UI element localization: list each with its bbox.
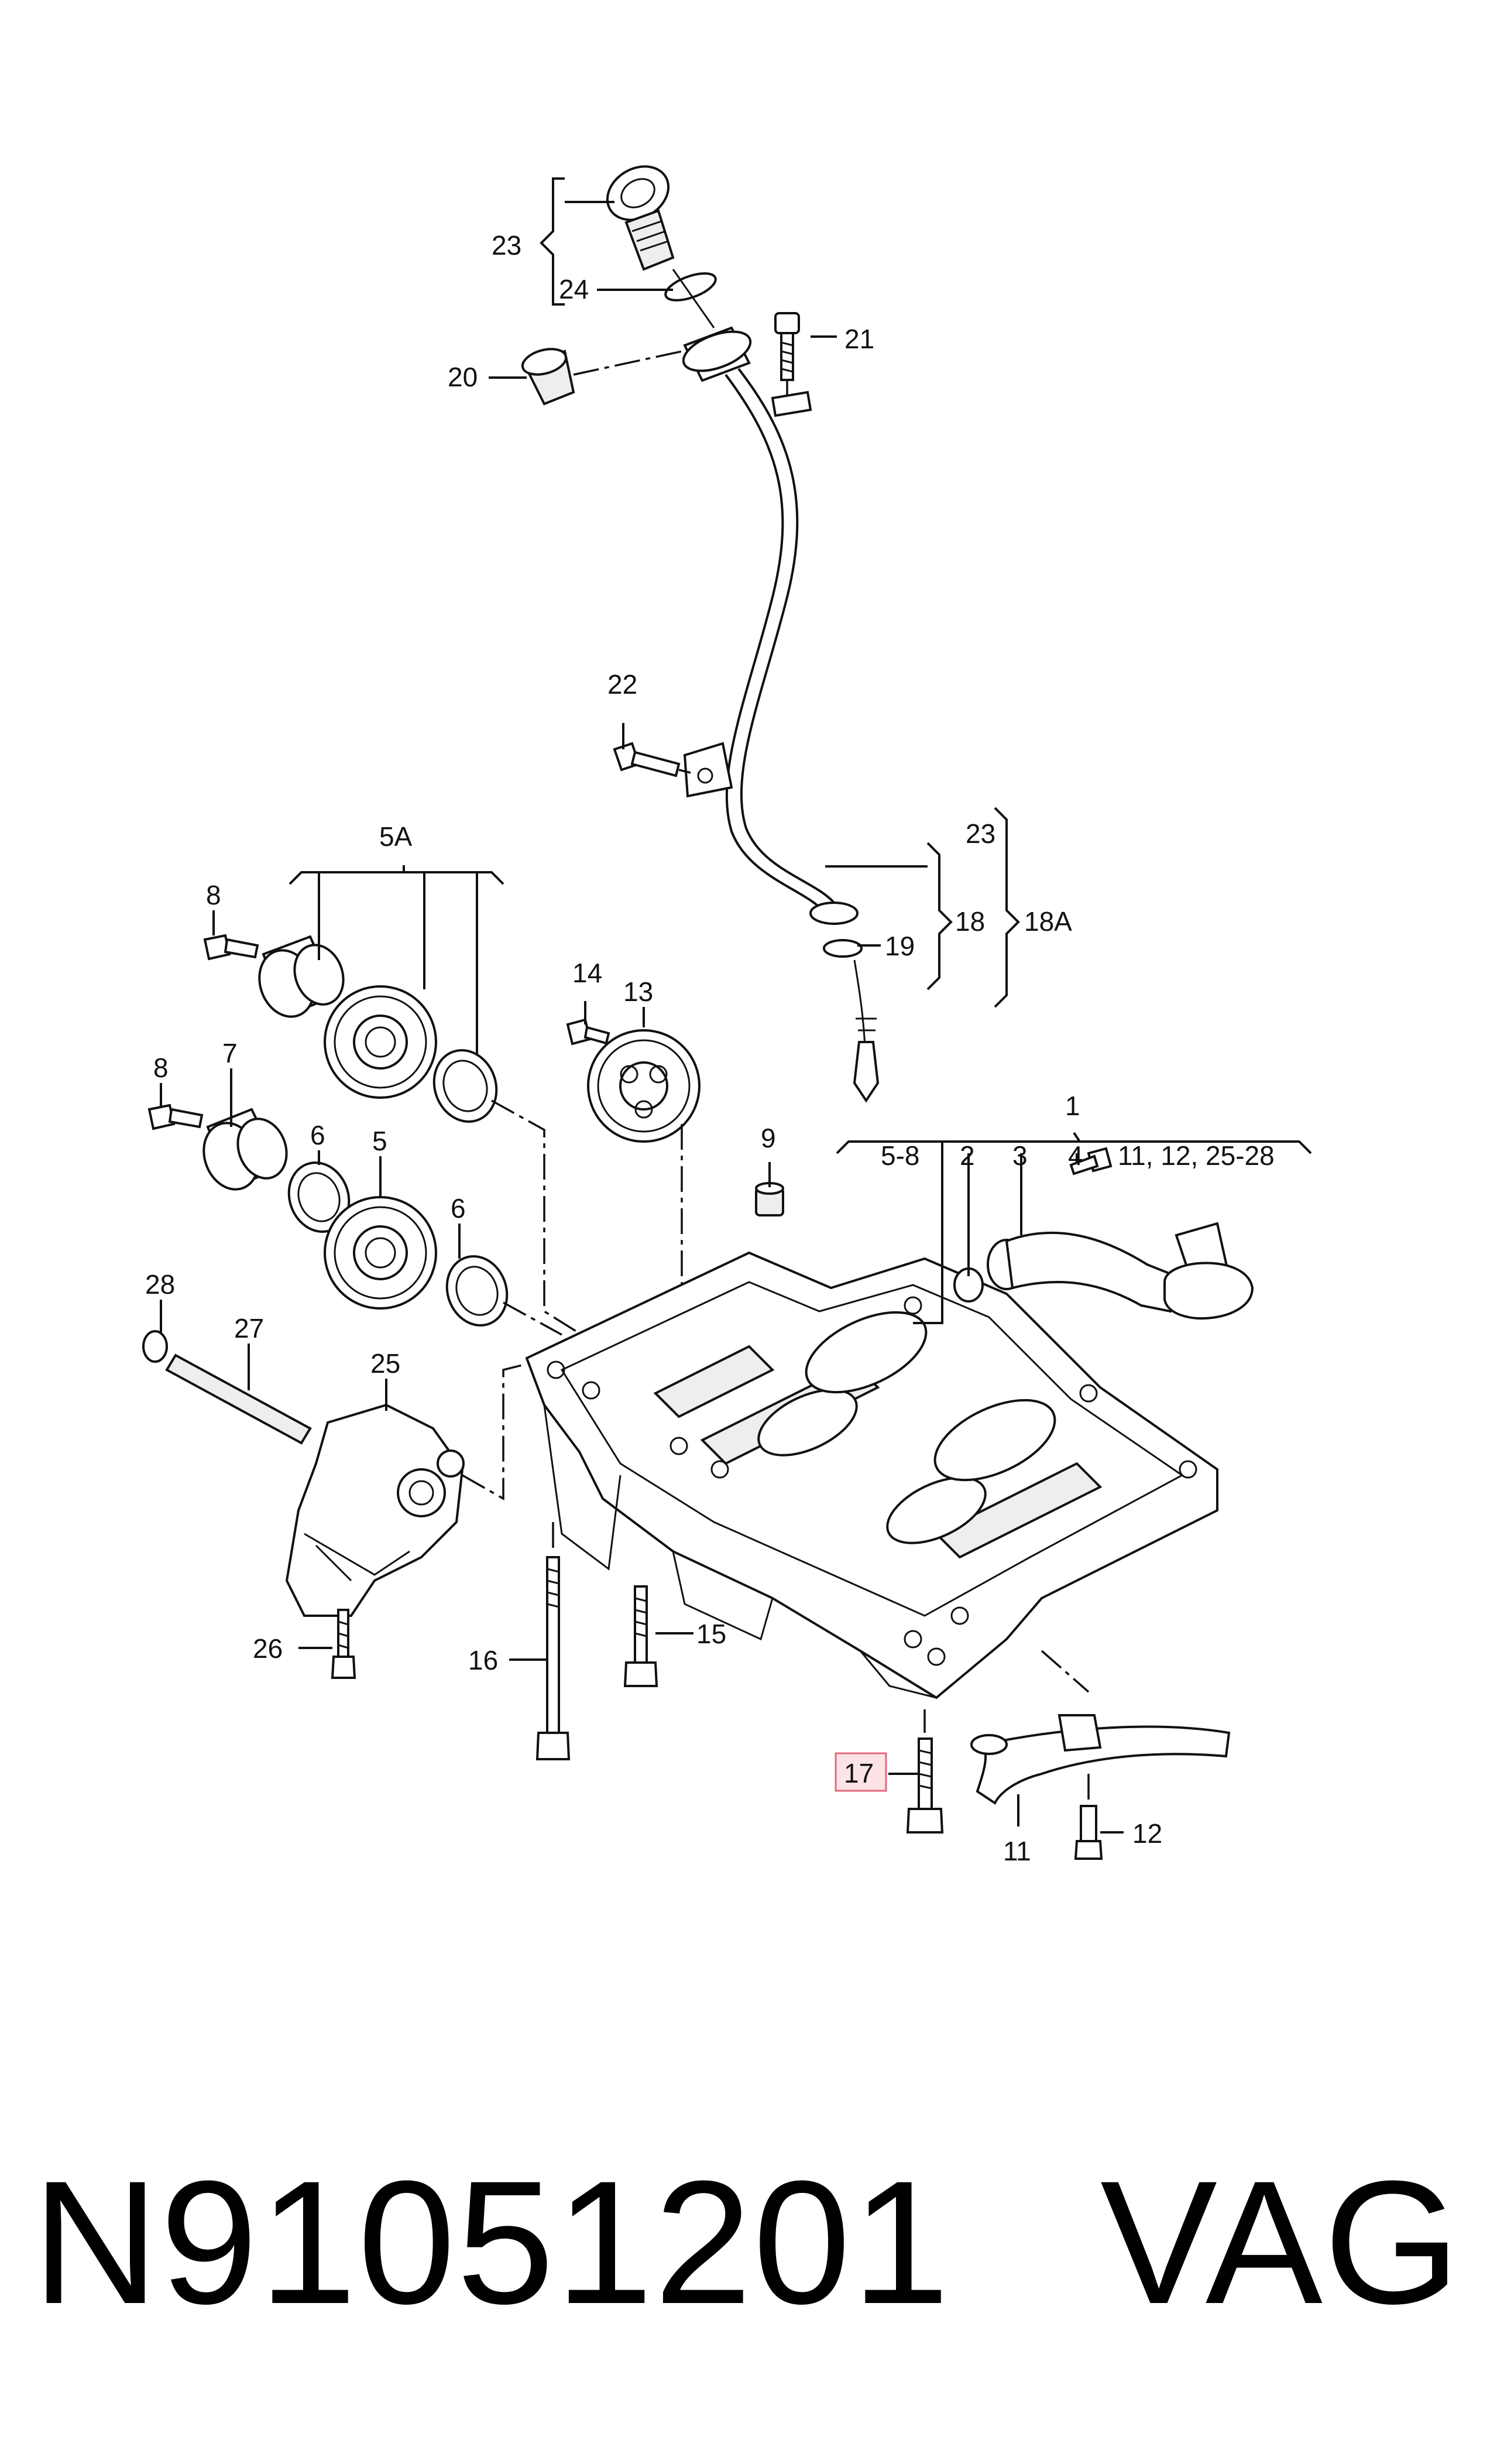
oil-pump-housing [525, 1251, 1218, 1699]
callout-18A: 18A [1024, 906, 1072, 937]
callout-16: 16 [468, 1645, 498, 1675]
callout-27: 27 [234, 1313, 264, 1344]
callout-5-8: 5-8 [881, 1140, 919, 1171]
callout-1: 1 [1065, 1091, 1080, 1121]
bushing-gear-group-5A [203, 934, 498, 1123]
bushing-gear-group-lower [147, 1104, 509, 1327]
callout-2: 2 [960, 1140, 975, 1171]
gear-part-13 [566, 1018, 709, 1324]
callout-4: 4 [1068, 1140, 1083, 1171]
callout-6-left: 6 [310, 1120, 325, 1150]
callout-22: 22 [607, 669, 637, 700]
callout-11-12-25-28: 11, 12, 25-28 [1118, 1140, 1275, 1171]
callout-7: 7 [222, 1038, 238, 1068]
dipstick-assembly [606, 165, 880, 1103]
callout-6-right: 6 [451, 1193, 466, 1224]
callout-labels: 23 24 20 21 22 23 19 18 18A 5A 8 14 13 8… [145, 230, 1275, 1866]
callout-19: 19 [885, 931, 915, 961]
callout-17: 17 [844, 1758, 874, 1788]
callout-14: 14 [572, 958, 602, 988]
callout-20: 20 [448, 362, 478, 392]
callout-24: 24 [559, 274, 589, 304]
centerline-5A [491, 1099, 592, 1342]
callout-17-highlight[interactable] [835, 1752, 887, 1792]
exploded-parts-diagram: 23 24 20 21 22 23 19 18 18A 5A 8 14 13 8… [142, 165, 1312, 1866]
callout-15: 15 [696, 1619, 726, 1649]
oil-pump-part-25 [142, 1330, 527, 1679]
callout-brackets [160, 177, 1312, 1834]
callout-23-top: 23 [492, 230, 521, 261]
bolt-part-17 [906, 1709, 944, 1834]
seal-part-11 [970, 1650, 1231, 1860]
callout-11: 11 [1003, 1836, 1031, 1866]
pickup-tube-part-3 [953, 1147, 1254, 1320]
plug-part-9 [755, 1182, 784, 1216]
callout-13: 13 [623, 976, 653, 1007]
callout-28: 28 [145, 1269, 175, 1300]
callout-5A: 5A [379, 821, 413, 852]
bolt-part-22 [613, 742, 691, 777]
centerline-6 [503, 1301, 562, 1336]
bolt-part-16 [535, 1522, 571, 1760]
bolt-part-15 [623, 1585, 658, 1687]
part-number: N91051201 [32, 2144, 951, 2340]
bolt-part-21 [771, 312, 812, 417]
callout-8-upper: 8 [206, 880, 221, 910]
callout-12: 12 [1132, 1818, 1162, 1849]
callout-21: 21 [844, 324, 874, 354]
callout-18: 18 [955, 906, 985, 937]
callout-25: 25 [370, 1348, 400, 1379]
cap-part-20 [521, 348, 688, 406]
callout-3: 3 [1012, 1140, 1028, 1171]
brand-name: VAG [1100, 2144, 1462, 2340]
callout-23-right: 23 [966, 818, 995, 849]
callout-5: 5 [372, 1126, 387, 1156]
callout-26: 26 [253, 1633, 283, 1664]
callout-8-lower: 8 [153, 1053, 169, 1083]
callout-9: 9 [761, 1123, 776, 1153]
